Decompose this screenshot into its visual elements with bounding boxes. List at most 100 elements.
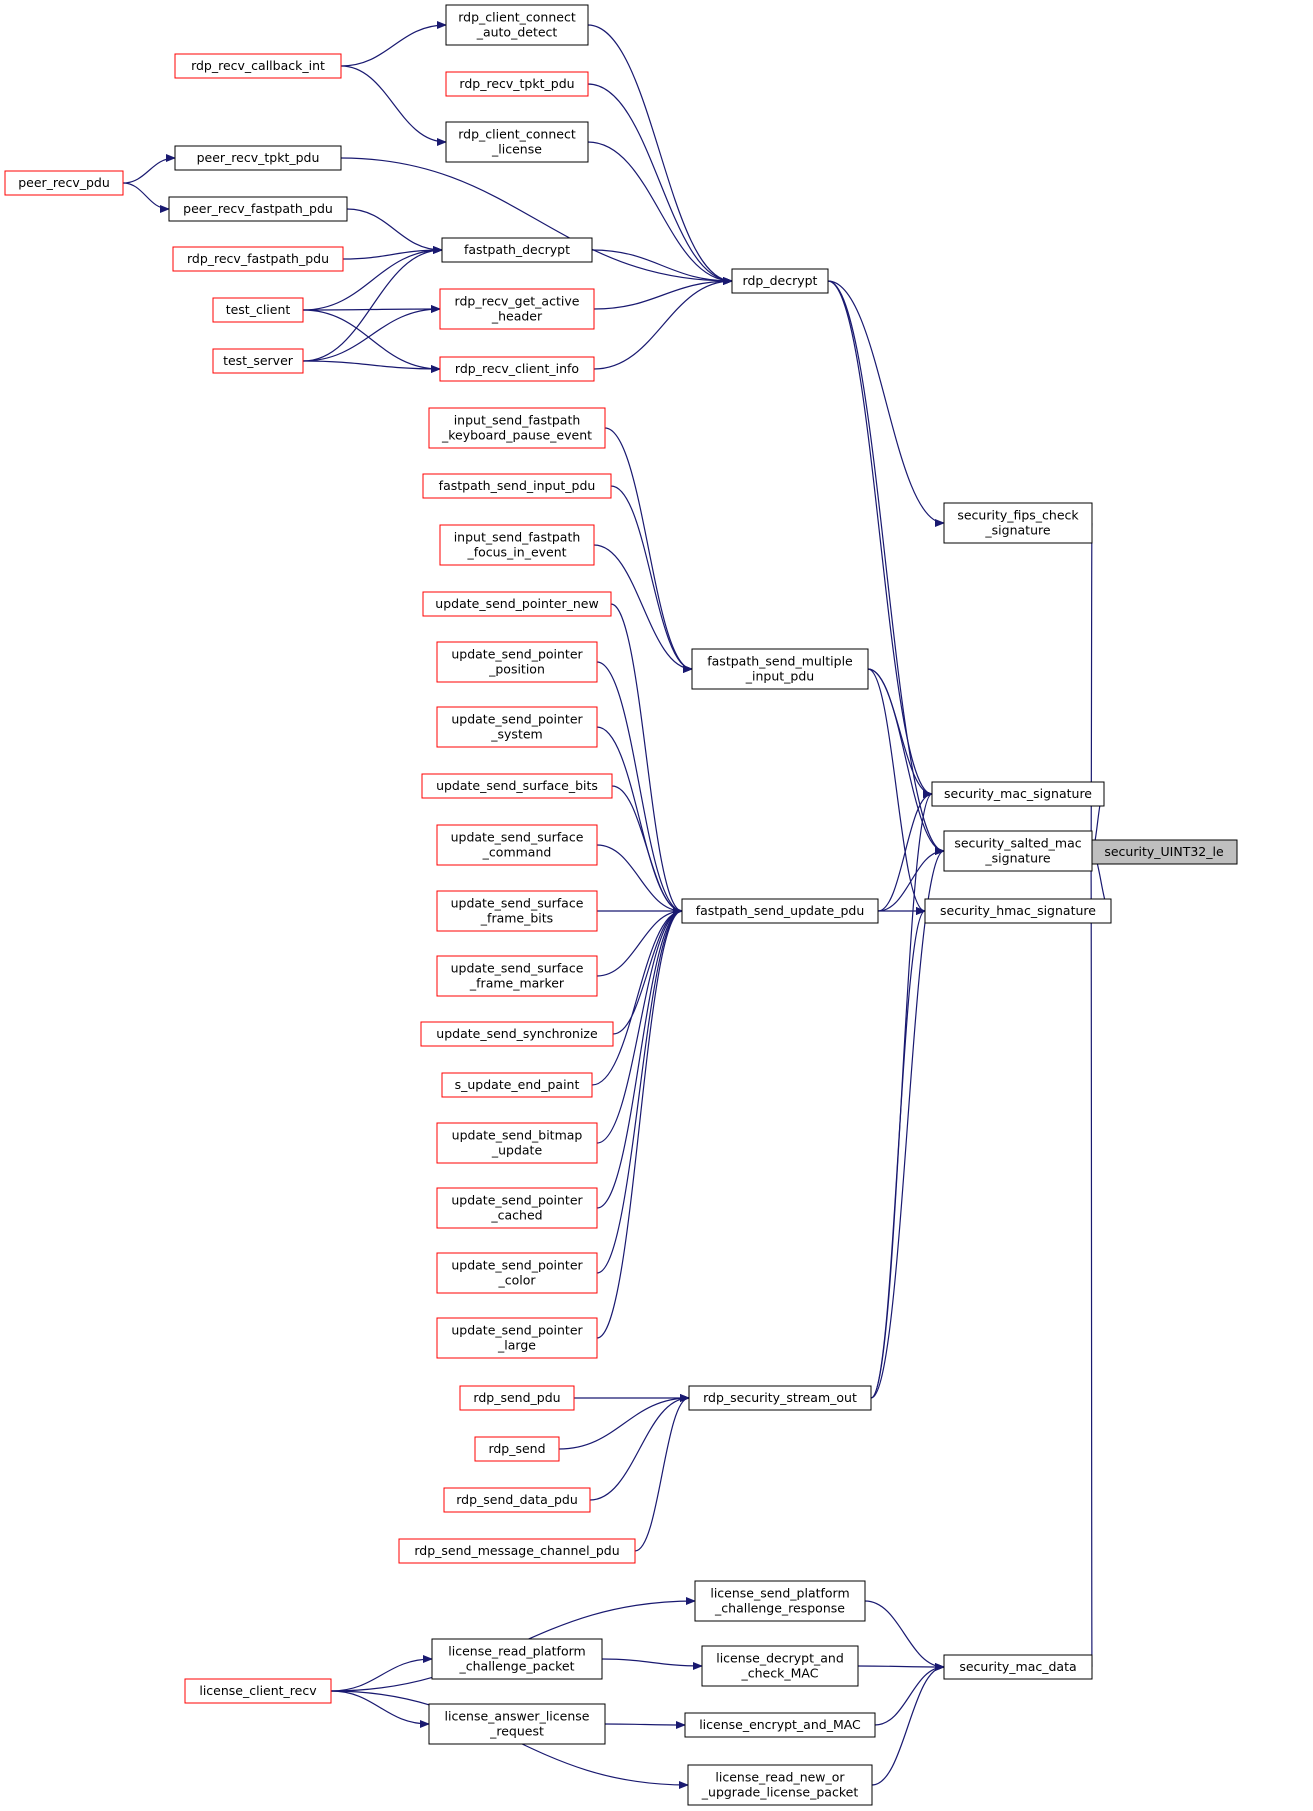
edge-lic_client_recv-to-lic_answer (330, 1690, 430, 1728)
node-label-line: _input_pdu (745, 669, 814, 684)
node-label-line: rdp_recv_callback_int (191, 58, 325, 73)
edge-ptr_color-to-fp_update (596, 907, 683, 1274)
node-mac-sig[interactable]: security_mac_signature (931, 781, 1105, 807)
node-box (436, 1317, 598, 1359)
node-lic-platform-resp[interactable]: license_send_platform_challenge_response (694, 1580, 866, 1622)
edge-ptr_large-to-fp_update (596, 907, 683, 1339)
node-rdp-send[interactable]: rdp_send (474, 1436, 560, 1462)
node-box (422, 473, 612, 499)
node-box (4, 170, 124, 196)
node-label-line: _challenge_response (714, 1601, 845, 1616)
node-ptr-color[interactable]: update_send_pointer_color (436, 1252, 598, 1294)
node-fp-multi[interactable]: fastpath_send_multiple_input_pdu (691, 648, 869, 690)
node-fp-update[interactable]: fastpath_send_update_pdu (681, 898, 879, 924)
node-end-paint[interactable]: s_update_end_paint (441, 1072, 593, 1098)
node-ptr-sys[interactable]: update_send_pointer_system (436, 706, 598, 748)
edge-sync-to-fp_update (612, 907, 683, 1035)
node-hmac[interactable]: security_hmac_signature (924, 898, 1112, 924)
node-lic-decrypt[interactable]: license_decrypt_and_check_MAC (701, 1645, 859, 1687)
edge-sec_out-to-hmac (870, 907, 926, 1399)
node-label-line: license_decrypt_and (716, 1651, 844, 1666)
node-label-line: rdp_recv_fastpath_pdu (187, 251, 329, 266)
node-ptr-pos[interactable]: update_send_pointer_position (436, 641, 598, 683)
node-focus-in[interactable]: input_send_fastpath_focus_in_event (439, 524, 595, 566)
edge-lic_client_recv-to-lic_read_platform (330, 1655, 433, 1692)
node-label-line: security_mac_signature (944, 786, 1092, 801)
node-bitmap[interactable]: update_send_bitmap_update (436, 1122, 598, 1164)
node-uint32[interactable]: security_UINT32_le (1090, 839, 1238, 865)
node-box (943, 1654, 1093, 1680)
node-surf-marker[interactable]: update_send_surface_frame_marker (436, 955, 598, 997)
node-surf-frame[interactable]: update_send_surface_frame_bits (436, 890, 598, 932)
node-rdp-decrypt[interactable]: rdp_decrypt (731, 268, 829, 294)
node-lic-read-platform[interactable]: license_read_platform_challenge_packet (431, 1638, 603, 1680)
node-lic-answer[interactable]: license_answer_license_request (428, 1703, 606, 1745)
node-send-msg[interactable]: rdp_send_message_channel_pdu (398, 1538, 636, 1564)
node-ptr-cached[interactable]: update_send_pointer_cached (436, 1187, 598, 1229)
node-label-line: rdp_send (488, 1441, 545, 1456)
edge-lic_read_platform-to-lic_decrypt (601, 1658, 703, 1670)
node-send-pdu[interactable]: rdp_send_pdu (459, 1385, 575, 1411)
edge-fp_input-to-fp_multi (610, 485, 693, 673)
node-peer-tpkt[interactable]: peer_recv_tpkt_pdu (174, 145, 342, 171)
node-sec-out[interactable]: rdp_security_stream_out (688, 1385, 872, 1411)
node-box (943, 502, 1093, 544)
node-peer-fp[interactable]: peer_recv_fastpath_pdu (168, 196, 348, 222)
node-send-data[interactable]: rdp_send_data_pdu (443, 1487, 591, 1513)
node-box (474, 1436, 560, 1462)
node-label-line: rdp_client_connect (458, 10, 576, 25)
node-fp-decrypt[interactable]: fastpath_decrypt (441, 237, 593, 263)
node-label-line: rdp_send_pdu (473, 1390, 560, 1405)
node-label-line: license_client_recv (199, 1683, 317, 1698)
edge-tpkt-to-rdp_decrypt (587, 83, 733, 285)
node-sync[interactable]: update_send_synchronize (420, 1021, 614, 1047)
node-label-line: _keyboard_pause_event (441, 428, 592, 443)
node-box (931, 781, 1105, 807)
node-callback-int[interactable]: rdp_recv_callback_int (174, 53, 342, 79)
node-rdp-fp[interactable]: rdp_recv_fastpath_pdu (172, 246, 344, 272)
edge-callback_int-to-auto_detect (340, 21, 447, 67)
node-label-line: fastpath_send_input_pdu (439, 478, 596, 493)
node-peer-pdu[interactable]: peer_recv_pdu (4, 170, 124, 196)
node-ptr-large[interactable]: update_send_pointer_large (436, 1317, 598, 1359)
node-kbd-pause[interactable]: input_send_fastpath_keyboard_pause_event (428, 407, 606, 449)
node-get-active[interactable]: rdp_recv_get_active_header (439, 288, 595, 330)
node-lic-encrypt[interactable]: license_encrypt_and_MAC (684, 1712, 876, 1738)
node-test-client[interactable]: test_client (212, 297, 304, 323)
node-label-line: rdp_recv_tpkt_pdu (459, 76, 574, 91)
node-fp-input[interactable]: fastpath_send_input_pdu (422, 473, 612, 499)
node-cc-license[interactable]: rdp_client_connect_license (445, 121, 589, 163)
node-salted[interactable]: security_salted_mac_signature (943, 830, 1093, 872)
node-label-line: rdp_decrypt (743, 273, 818, 288)
node-fips[interactable]: security_fips_check_signature (943, 502, 1093, 544)
edge-client_info-to-rdp_decrypt (593, 277, 733, 370)
node-box (441, 237, 593, 263)
node-box (436, 824, 598, 866)
node-label-line: update_send_surface (451, 896, 584, 911)
edge-mac_data-to-uint32 (1090, 851, 1099, 1668)
node-label-line: _upgrade_license_packet (701, 1785, 859, 1800)
edge-fp_decrypt-to-rdp_decrypt (591, 249, 733, 285)
node-box (428, 407, 606, 449)
node-label-line: rdp_recv_client_info (455, 361, 579, 376)
edge-surf_bits-to-fp_update (611, 785, 683, 915)
node-label-line: update_send_pointer_new (435, 596, 598, 611)
node-label-line: update_send_surface (451, 830, 584, 845)
node-surf-cmd[interactable]: update_send_surface_command (436, 824, 598, 866)
node-client-info[interactable]: rdp_recv_client_info (439, 356, 595, 382)
node-mac-data[interactable]: security_mac_data (943, 1654, 1093, 1680)
node-surf-bits[interactable]: update_send_surface_bits (421, 773, 613, 799)
node-ptr-new[interactable]: update_send_pointer_new (422, 591, 612, 617)
node-label-line: license_answer_license (445, 1709, 590, 1724)
edge-rdp_fp-to-fp_decrypt (342, 246, 443, 260)
node-test-server[interactable]: test_server (212, 348, 304, 374)
node-label-line: _check_MAC (741, 1666, 819, 1681)
node-lic-client-recv[interactable]: license_client_recv (184, 1678, 332, 1704)
node-lic-new[interactable]: license_read_new_or_upgrade_license_pack… (687, 1764, 873, 1806)
node-box (168, 196, 348, 222)
node-auto-detect[interactable]: rdp_client_connect_auto_detect (445, 4, 589, 46)
edge-lic_answer-to-lic_encrypt (604, 1720, 686, 1729)
edge-rdp_send-to-sec_out (558, 1394, 690, 1450)
node-box (459, 1385, 575, 1411)
node-tpkt[interactable]: rdp_recv_tpkt_pdu (445, 71, 589, 97)
